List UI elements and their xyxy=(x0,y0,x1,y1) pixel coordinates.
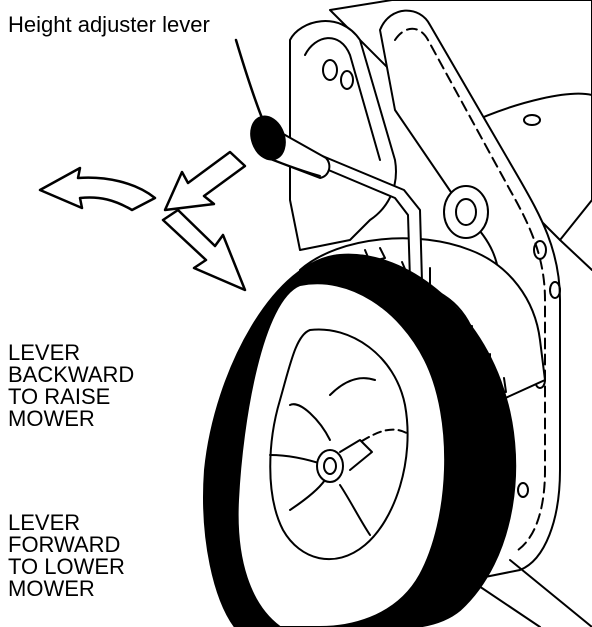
direction-arrows xyxy=(38,150,247,292)
lower-instruction: LEVER FORWARD TO LOWER MOWER xyxy=(8,510,125,601)
forward-arrow xyxy=(161,208,247,292)
wheel-hub-rim xyxy=(269,328,409,561)
rear-bracket xyxy=(289,20,397,251)
deck-bolt-hole xyxy=(523,114,541,126)
wheel xyxy=(203,253,517,627)
lever-callout-label: Height adjuster lever xyxy=(8,12,210,37)
backward-arrow xyxy=(163,150,247,212)
wheel-axle xyxy=(316,449,344,483)
raise-instruction: LEVER BACKWARD TO RAISE MOWER xyxy=(8,340,135,431)
callout-leader xyxy=(234,38,264,120)
curved-backward-arrow xyxy=(38,166,157,212)
pivot-boss xyxy=(443,185,489,239)
